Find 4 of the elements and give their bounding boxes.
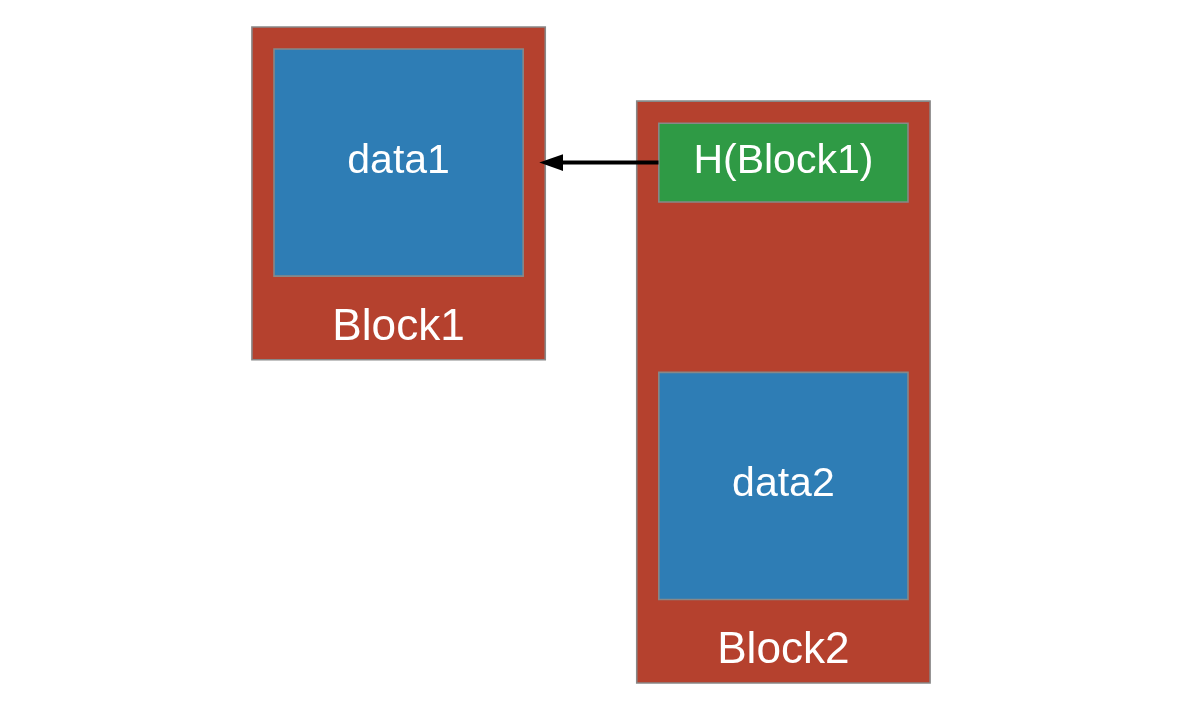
node-box: data1 [272, 48, 524, 277]
node-box: H(Block1) [657, 122, 909, 203]
node-box: data2 [657, 371, 909, 601]
arrow [538, 154, 658, 171]
